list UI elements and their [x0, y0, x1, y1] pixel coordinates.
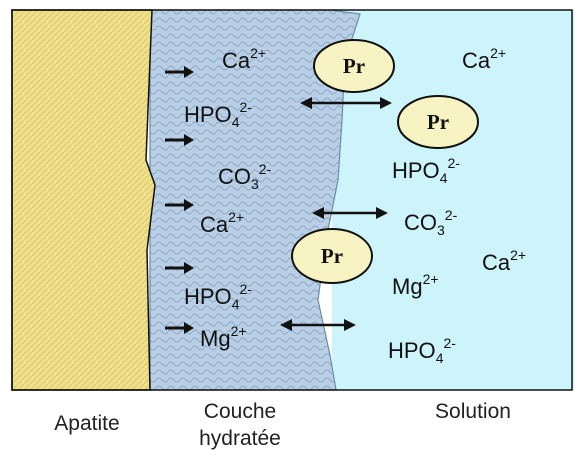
ion-hpo4: HPO42- — [388, 336, 456, 365]
ion-hpo4: HPO42- — [184, 100, 252, 129]
ion-base: HPO — [184, 102, 232, 127]
ion-base: CO — [218, 164, 251, 189]
ion-co3: CO32- — [404, 208, 457, 237]
protein-label: Pr — [320, 244, 344, 268]
ion-charge: 2- — [443, 335, 456, 352]
ion-charge: 2+ — [490, 45, 507, 62]
ion-ca: Ca2+ — [222, 46, 266, 73]
protein-label: Pr — [342, 54, 366, 78]
protein-ellipse — [291, 228, 373, 284]
ion-base: HPO — [184, 284, 232, 309]
ion-mg: Mg2+ — [200, 324, 247, 351]
ion-subscript: 4 — [231, 113, 240, 130]
ion-subscript: 3 — [437, 221, 445, 238]
ion-ca: Ca2+ — [482, 248, 526, 275]
ion-charge: 2+ — [230, 323, 247, 340]
ion-hpo4: HPO42- — [392, 156, 460, 185]
ion-base: Mg — [392, 274, 423, 299]
exchange-arrow-icon-group — [280, 97, 392, 331]
hydrated-layer-caption-line1: Couche — [203, 400, 277, 423]
ion-ca: Ca2+ — [462, 46, 506, 73]
ion-base: Mg — [200, 326, 231, 351]
double-arrow-icon — [312, 207, 388, 219]
ion-base: HPO — [388, 338, 436, 363]
ion-base: HPO — [392, 158, 440, 183]
protein-ellipse — [313, 39, 395, 93]
double-arrow-icon — [280, 319, 356, 331]
right-arrow-icon — [165, 134, 194, 146]
ion-charge: 2+ — [250, 45, 267, 62]
solution-caption: Solution — [435, 400, 511, 423]
ion-base: CO — [404, 210, 437, 235]
ion-subscript: 4 — [439, 169, 448, 186]
ion-ca: Ca2+ — [200, 210, 244, 237]
right-arrow-icon — [165, 199, 194, 211]
apatite-zone — [11, 9, 156, 391]
ion-charge: 2+ — [228, 209, 245, 226]
ion-co3: CO32- — [218, 162, 271, 191]
ion-charge: 2+ — [422, 271, 439, 288]
ion-charge: 2- — [258, 161, 272, 178]
ion-subscript: 4 — [231, 295, 240, 312]
protein-ellipse — [397, 95, 479, 149]
ion-charge: 2- — [444, 207, 458, 224]
right-arrow-icon — [165, 262, 194, 274]
inward-arrow-icon-group — [165, 66, 194, 334]
ion-subscript: 3 — [251, 175, 259, 192]
protein-label: Pr — [426, 110, 450, 134]
ion-hpo4: HPO42- — [184, 282, 252, 311]
ion-charge: 2- — [239, 281, 252, 298]
ion-charge: 2- — [239, 99, 252, 116]
diagram-frame — [11, 9, 573, 391]
apatite-caption: Apatite — [54, 412, 120, 435]
hydrated-layer-caption-line2: hydratée — [199, 427, 281, 451]
ion-charge: 2- — [447, 155, 460, 172]
right-arrow-icon — [165, 66, 194, 78]
ion-charge: 2+ — [510, 247, 527, 264]
right-arrow-icon — [165, 322, 194, 334]
ion-base: Ca — [200, 212, 229, 237]
double-arrow-icon — [300, 97, 392, 109]
ion-mg: Mg2+ — [392, 272, 439, 299]
ion-subscript: 4 — [435, 349, 444, 366]
ion-base: Ca — [482, 250, 511, 275]
ion-base: Ca — [222, 48, 251, 73]
hydrated-layer-caption: Couche hydratée — [175, 398, 305, 453]
ion-base: Ca — [462, 48, 491, 73]
